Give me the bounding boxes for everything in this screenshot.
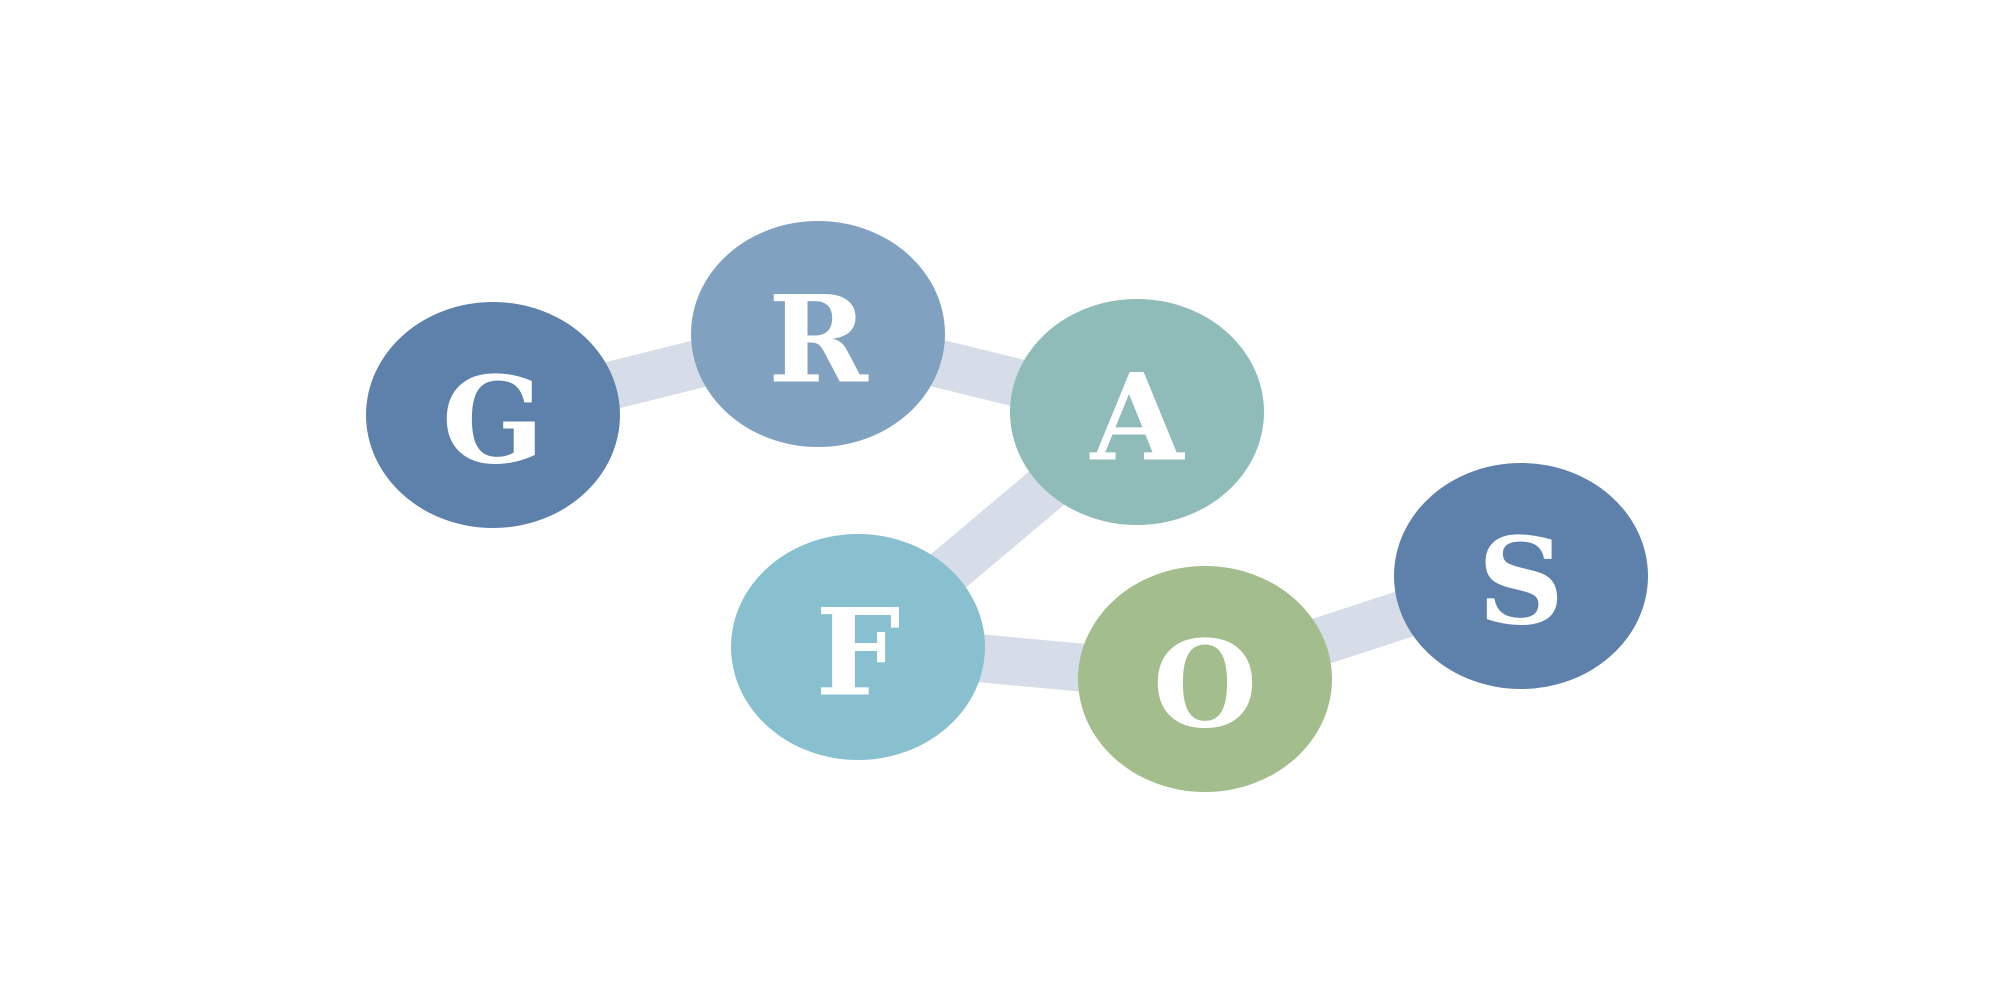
- node-r: R: [691, 221, 945, 447]
- node-letter-s: S: [1478, 512, 1565, 653]
- node-circle-o: [1078, 566, 1332, 792]
- node-circle-g: [366, 302, 620, 528]
- node-g: G: [366, 302, 620, 528]
- node-circle-f: [731, 534, 985, 760]
- node-letter-o: O: [1153, 615, 1258, 756]
- edges-layer: [487, 310, 1529, 703]
- node-letter-g: G: [442, 351, 544, 492]
- node-f: F: [731, 534, 985, 760]
- node-s: S: [1394, 463, 1648, 689]
- node-a: A: [1010, 299, 1264, 525]
- node-letter-r: R: [768, 270, 869, 411]
- node-circle-r: [691, 221, 945, 447]
- node-o: O: [1078, 566, 1332, 792]
- nodes-layer: G R A F O S: [366, 221, 1648, 792]
- node-circle-a: [1010, 299, 1264, 525]
- node-letter-a: A: [1089, 348, 1185, 489]
- node-circle-s: [1394, 463, 1648, 689]
- node-letter-f: F: [815, 583, 900, 724]
